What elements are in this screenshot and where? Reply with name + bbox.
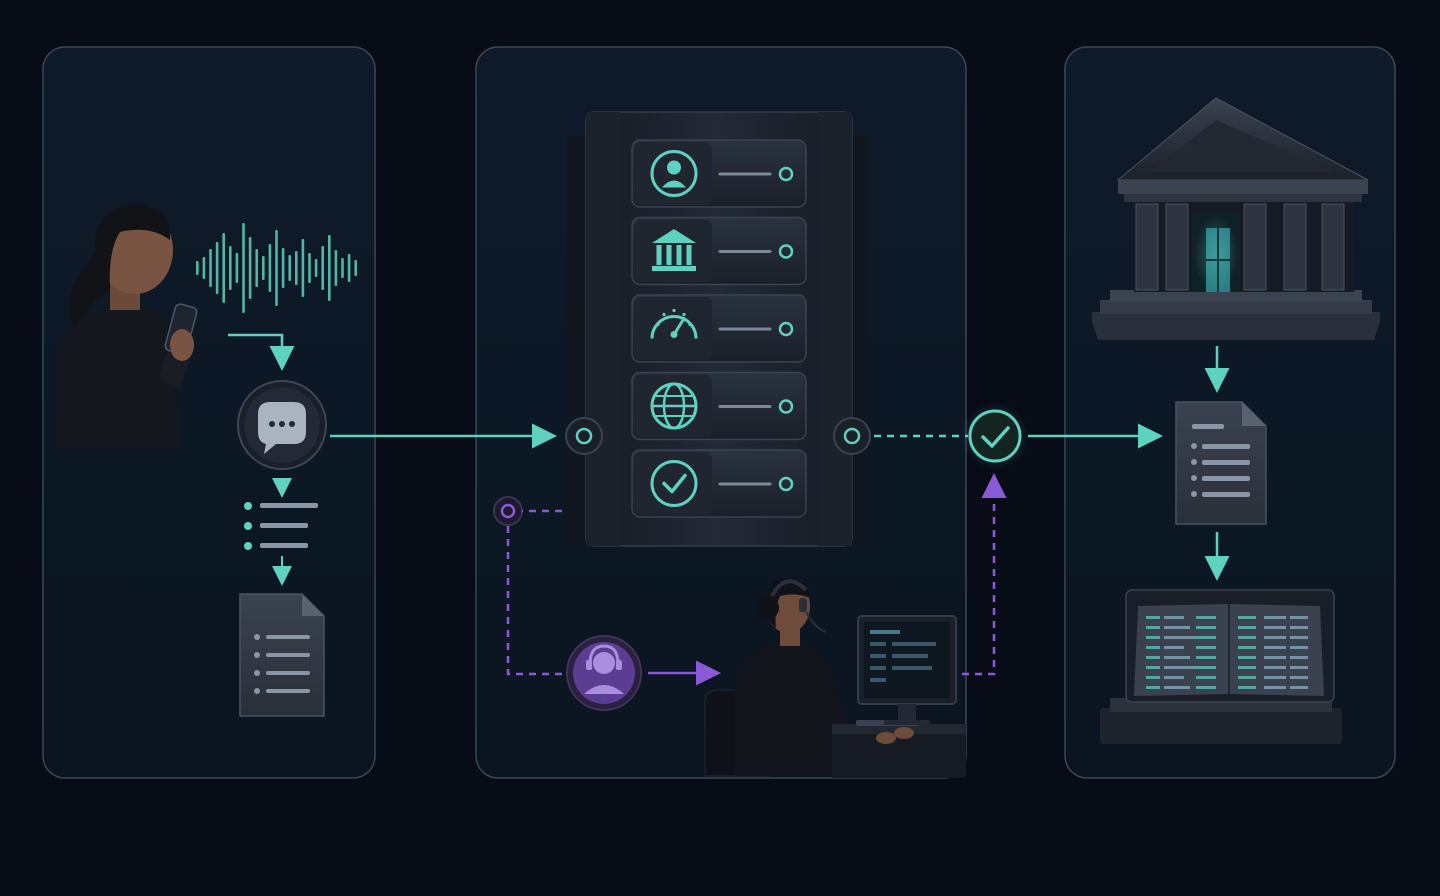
waveform-bar [229, 246, 232, 290]
module-status-indicator [778, 244, 794, 259]
ledger-row [1146, 646, 1308, 649]
bank-building-icon [1092, 97, 1380, 340]
waveform-bar [202, 257, 206, 279]
document-icon [239, 593, 325, 717]
waveform-bar [314, 259, 318, 277]
audio-waveform [196, 223, 357, 313]
module-status-indicator [778, 399, 794, 414]
check-icon [650, 460, 698, 507]
ledger-row [1146, 666, 1308, 669]
waveform-bar [235, 253, 239, 283]
rack-output-port [833, 417, 871, 455]
processing-module [631, 371, 807, 441]
waveform-bar [262, 256, 265, 280]
ledger-row [1146, 656, 1308, 659]
waveform-bar [288, 255, 291, 281]
check-circle-icon [961, 402, 1029, 470]
chat-bubble-icon [237, 380, 327, 470]
processing-module [631, 216, 807, 286]
processing-module [631, 139, 807, 208]
waveform-bar [209, 249, 212, 287]
ledger-entries [1146, 616, 1308, 689]
gauge-icon [650, 308, 698, 339]
woman-speaking-figure [55, 205, 198, 450]
processing-module [631, 294, 807, 363]
processing-modules [631, 139, 807, 518]
bullet-list-icon [244, 502, 318, 550]
globe-icon [650, 382, 698, 430]
module-status-indicator [778, 166, 794, 182]
ledger-row [1146, 616, 1308, 619]
waveform-bar [242, 223, 245, 313]
flow-dashed-operator-to-check [962, 473, 1007, 676]
ledger-row [1146, 636, 1308, 639]
module-status-indicator [778, 321, 794, 337]
flow-arrow-phone-to-chat [228, 333, 295, 371]
bank-icon [652, 229, 696, 271]
waveform-bar [347, 254, 351, 282]
ledger-row [1146, 686, 1308, 689]
waveform-bar [255, 249, 258, 287]
waveform-bar [222, 233, 225, 303]
waveform-bar [334, 250, 338, 286]
waveform-bar [354, 260, 357, 276]
processing-module [631, 449, 807, 518]
headset-agent-icon [566, 635, 642, 711]
review-branch-port [493, 496, 523, 526]
waveform-bar [196, 261, 199, 275]
waveform-bar [321, 246, 324, 290]
waveform-bar [308, 253, 311, 283]
waveform-bar [328, 235, 331, 301]
waveform-bar [301, 239, 305, 297]
waveform-bar [275, 230, 278, 306]
flow-dashed-branch-down [506, 526, 566, 676]
waveform-bar [215, 242, 219, 294]
waveform-bar [295, 251, 298, 285]
module-status-indicator [778, 476, 794, 492]
support-agent-at-desk [704, 578, 966, 778]
rack-input-port [565, 417, 603, 455]
ledger-row [1146, 676, 1308, 679]
user-icon [650, 150, 698, 197]
waveform-bar [248, 237, 252, 299]
waveform-bar [341, 258, 344, 278]
waveform-bar [281, 248, 285, 288]
report-document-icon [1175, 401, 1267, 525]
waveform-bar [268, 244, 272, 292]
ledger-row [1146, 626, 1308, 629]
